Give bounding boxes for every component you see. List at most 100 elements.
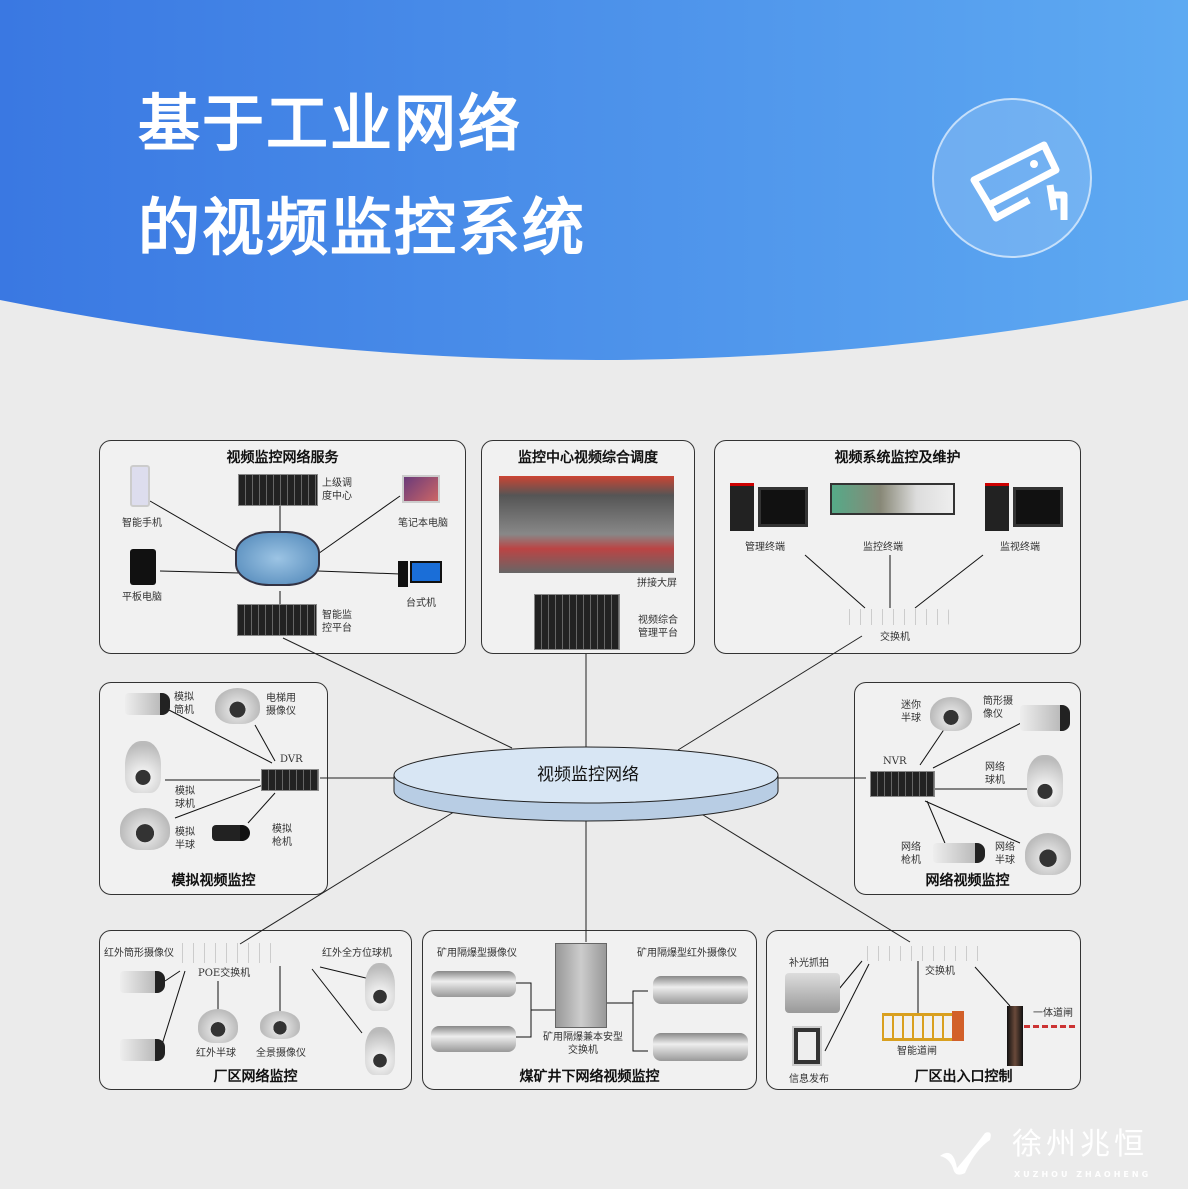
label: 监控终端 — [863, 542, 903, 553]
gate-arm-icon — [1024, 1025, 1076, 1028]
label: 上级调度中心 — [322, 478, 352, 502]
company-name: 徐州兆恒 — [1012, 1127, 1148, 1162]
network-service-panel: 视频监控网络服务 智能手机 平板电脑 上级调度中心 笔记本电脑 台式机 智能监控… — [99, 440, 466, 654]
header-banner: 基于工业网络 的视频监控系统 — [0, 0, 1188, 370]
poe-switch-icon — [172, 943, 272, 963]
switch-icon — [839, 609, 949, 625]
factory-panel: 红外筒形摄像仪 POE交换机 红外全方位球机 红外半球 全景摄像仪 厂区网络监控 — [99, 930, 412, 1090]
company-logo — [935, 1128, 1005, 1178]
page-title-line1: 基于工业网络 — [138, 87, 523, 160]
label: NVR — [883, 756, 907, 767]
label: 红外全方位球机 — [322, 948, 392, 959]
triple-monitor-icon — [830, 483, 955, 515]
mine-panel: 矿用隔爆型摄像仪 矿用隔爆兼本安型交换机 矿用隔爆型红外摄像仪 煤矿井下网络视频… — [422, 930, 757, 1090]
label: 网络枪机 — [901, 842, 921, 866]
label: 红外半球 — [196, 1048, 236, 1059]
ir-ptz-camera-icon — [365, 1027, 395, 1075]
analog-box-camera-icon — [212, 825, 250, 841]
label: 网络球机 — [985, 762, 1005, 786]
label: 智能手机 — [122, 518, 162, 529]
label: 红外筒形摄像仪 — [104, 948, 174, 959]
explosion-proof-camera-icon — [431, 1026, 516, 1052]
label: 电梯用摄像仪 — [266, 693, 296, 717]
elevator-camera-icon — [215, 688, 260, 724]
label: 智能道闸 — [897, 1046, 937, 1057]
control-center-panel: 监控中心视频综合调度 拼接大屏 视频综合管理平台 — [481, 440, 695, 654]
label: 模拟筒机 — [174, 692, 194, 716]
label: 矿用隔爆型红外摄像仪 — [637, 948, 737, 959]
analog-panel: 模拟筒机 电梯用摄像仪 DVR 模拟球机 模拟半球 模拟枪机 模拟视频监控 — [99, 682, 328, 895]
nvr-icon — [870, 771, 935, 797]
video-platform-icon — [534, 594, 620, 650]
label: 模拟枪机 — [272, 824, 292, 848]
ir-bullet-camera-icon — [120, 971, 165, 993]
video-network-ellipse — [393, 746, 779, 822]
panoramic-camera-icon — [260, 1011, 300, 1039]
security-camera-icon — [932, 98, 1092, 258]
label: 补光抓拍 — [789, 958, 829, 969]
page-title-line2: 的视频监控系统 — [138, 191, 587, 264]
bullet-camera-icon — [1020, 705, 1070, 731]
analog-dome-camera-icon — [120, 808, 170, 850]
ir-ptz-camera-icon — [365, 963, 395, 1011]
label: POE交换机 — [198, 968, 251, 979]
label: 平板电脑 — [122, 592, 162, 603]
company-pinyin: XUZHOU ZHAOHENG — [1014, 1170, 1152, 1179]
desktop-tower-icon — [398, 561, 408, 587]
ir-explosion-proof-camera-icon — [653, 976, 748, 1004]
panel-title: 模拟视频监控 — [171, 873, 256, 889]
barrier-gate-icon — [882, 1013, 952, 1041]
laptop-icon — [402, 475, 440, 503]
label: 迷你半球 — [901, 700, 921, 724]
cloud-icon — [235, 531, 320, 586]
label: DVR — [280, 754, 303, 765]
label: 筒形摄像仪 — [983, 696, 1013, 720]
label: 交换机 — [925, 966, 955, 977]
tablet-icon — [130, 549, 156, 585]
pc-tower-icon — [730, 483, 754, 531]
label: 监视终端 — [1000, 542, 1040, 553]
panel-title: 视频监控网络服务 — [226, 450, 339, 466]
label: 模拟半球 — [175, 827, 195, 851]
gate-panel: 交换机 补光抓拍 信息发布 智能道闸 一体道闸 厂区出入口控制 — [766, 930, 1081, 1090]
label: 一体道闸 — [1033, 1008, 1073, 1019]
panel-title: 厂区出入口控制 — [914, 1069, 1013, 1085]
label: 智能监控平台 — [322, 610, 352, 634]
label: 信息发布 — [789, 1074, 829, 1085]
label: 视频综合管理平台 — [638, 615, 678, 639]
ir-bullet-camera-icon — [120, 1039, 165, 1061]
monitor-icon — [758, 487, 808, 527]
smartphone-icon — [130, 465, 150, 507]
mini-dome-camera-icon — [930, 697, 972, 731]
ir-dome-camera-icon — [198, 1009, 238, 1043]
label: 拼接大屏 — [637, 578, 677, 589]
panel-title: 煤矿井下网络视频监控 — [519, 1069, 660, 1085]
ir-explosion-proof-camera-icon — [653, 1033, 748, 1061]
network-box-camera-icon — [933, 843, 985, 863]
analog-bullet-camera-icon — [125, 693, 170, 715]
panel-title: 视频系统监控及维护 — [834, 450, 961, 466]
explosion-proof-camera-icon — [431, 971, 516, 997]
label: 模拟球机 — [175, 786, 195, 810]
label: 笔记本电脑 — [398, 518, 448, 529]
panel-title: 厂区网络监控 — [213, 1069, 298, 1085]
server-icon — [238, 474, 318, 506]
mine-switch-icon — [555, 943, 607, 1028]
network-dome-camera-icon — [1025, 833, 1071, 875]
label: 网络半球 — [995, 842, 1015, 866]
info-display-icon — [792, 1026, 822, 1066]
monitor-icon — [1013, 487, 1063, 527]
desktop-monitor-icon — [410, 561, 442, 583]
label: 管理终端 — [745, 542, 785, 553]
analog-ptz-camera-icon — [125, 741, 161, 793]
video-wall-icon — [499, 476, 674, 573]
video-network-label: 视频监控网络 — [537, 765, 639, 785]
capture-camera-icon — [785, 973, 840, 1013]
maintenance-panel: 视频系统监控及维护 管理终端 监控终端 监视终端 交换机 — [714, 440, 1081, 654]
label: 全景摄像仪 — [256, 1048, 306, 1059]
switch-icon — [857, 946, 985, 961]
panel-title: 监控中心视频综合调度 — [518, 450, 658, 466]
turnstile-icon — [1007, 1006, 1023, 1066]
label: 矿用隔爆兼本安型交换机 — [543, 1032, 623, 1056]
network-ptz-camera-icon — [1027, 755, 1063, 807]
